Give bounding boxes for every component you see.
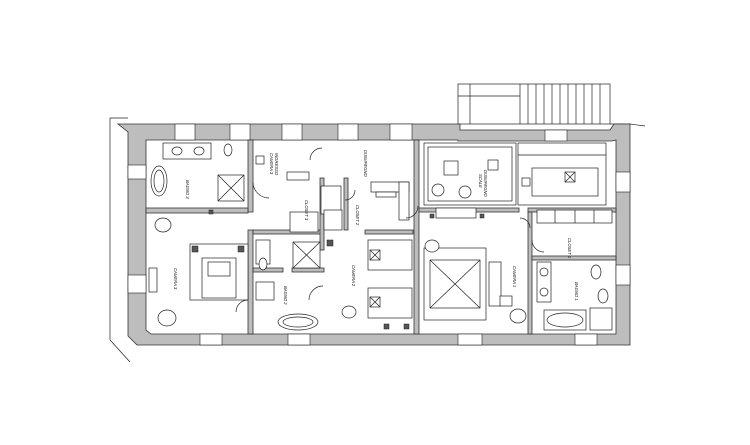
stair-hall	[423, 142, 517, 206]
label-ingresso-line2: CAMERA 3	[269, 153, 274, 175]
label-closet-3: CLOSET 3	[304, 200, 309, 221]
outer-outline	[109, 117, 131, 363]
exterior-wall	[116, 123, 631, 346]
label-disimpegno: DISIMPEGNO	[363, 150, 368, 177]
label-closet-1: CLOSET 1	[567, 238, 572, 258]
label-camera-1: CAMERA 1	[512, 266, 517, 287]
label-closet-2: CLOSET 2	[355, 205, 360, 226]
label-ingresso-line1: INGRESSO	[274, 153, 279, 176]
fixtures	[148, 142, 613, 331]
exterior-stairs	[457, 83, 646, 127]
windows	[127, 123, 631, 346]
doors	[235, 147, 545, 313]
label-camera-3: CAMERA 3	[173, 268, 178, 290]
room-labels: BAGNO 3 INGRESSOCAMERA 3 CLOSET 3 CLOSET…	[173, 150, 579, 305]
label-bagno-1: BAGNO 1	[574, 282, 579, 301]
label-bagno-3: BAGNO 3	[185, 180, 190, 199]
label-disimpegno-scale-line1: DISIMPEGNO	[483, 170, 488, 197]
label-disimpegno-scale-line2: SCALE	[478, 174, 483, 188]
label-bagno-2: BAGNO 2	[283, 286, 288, 305]
label-ingresso-camera-3: INGRESSOCAMERA 3	[269, 153, 279, 176]
label-disimpegno-scale: DISIMPEGNOSCALE	[478, 170, 488, 197]
label-camera-2: CAMERA 2	[351, 265, 356, 287]
